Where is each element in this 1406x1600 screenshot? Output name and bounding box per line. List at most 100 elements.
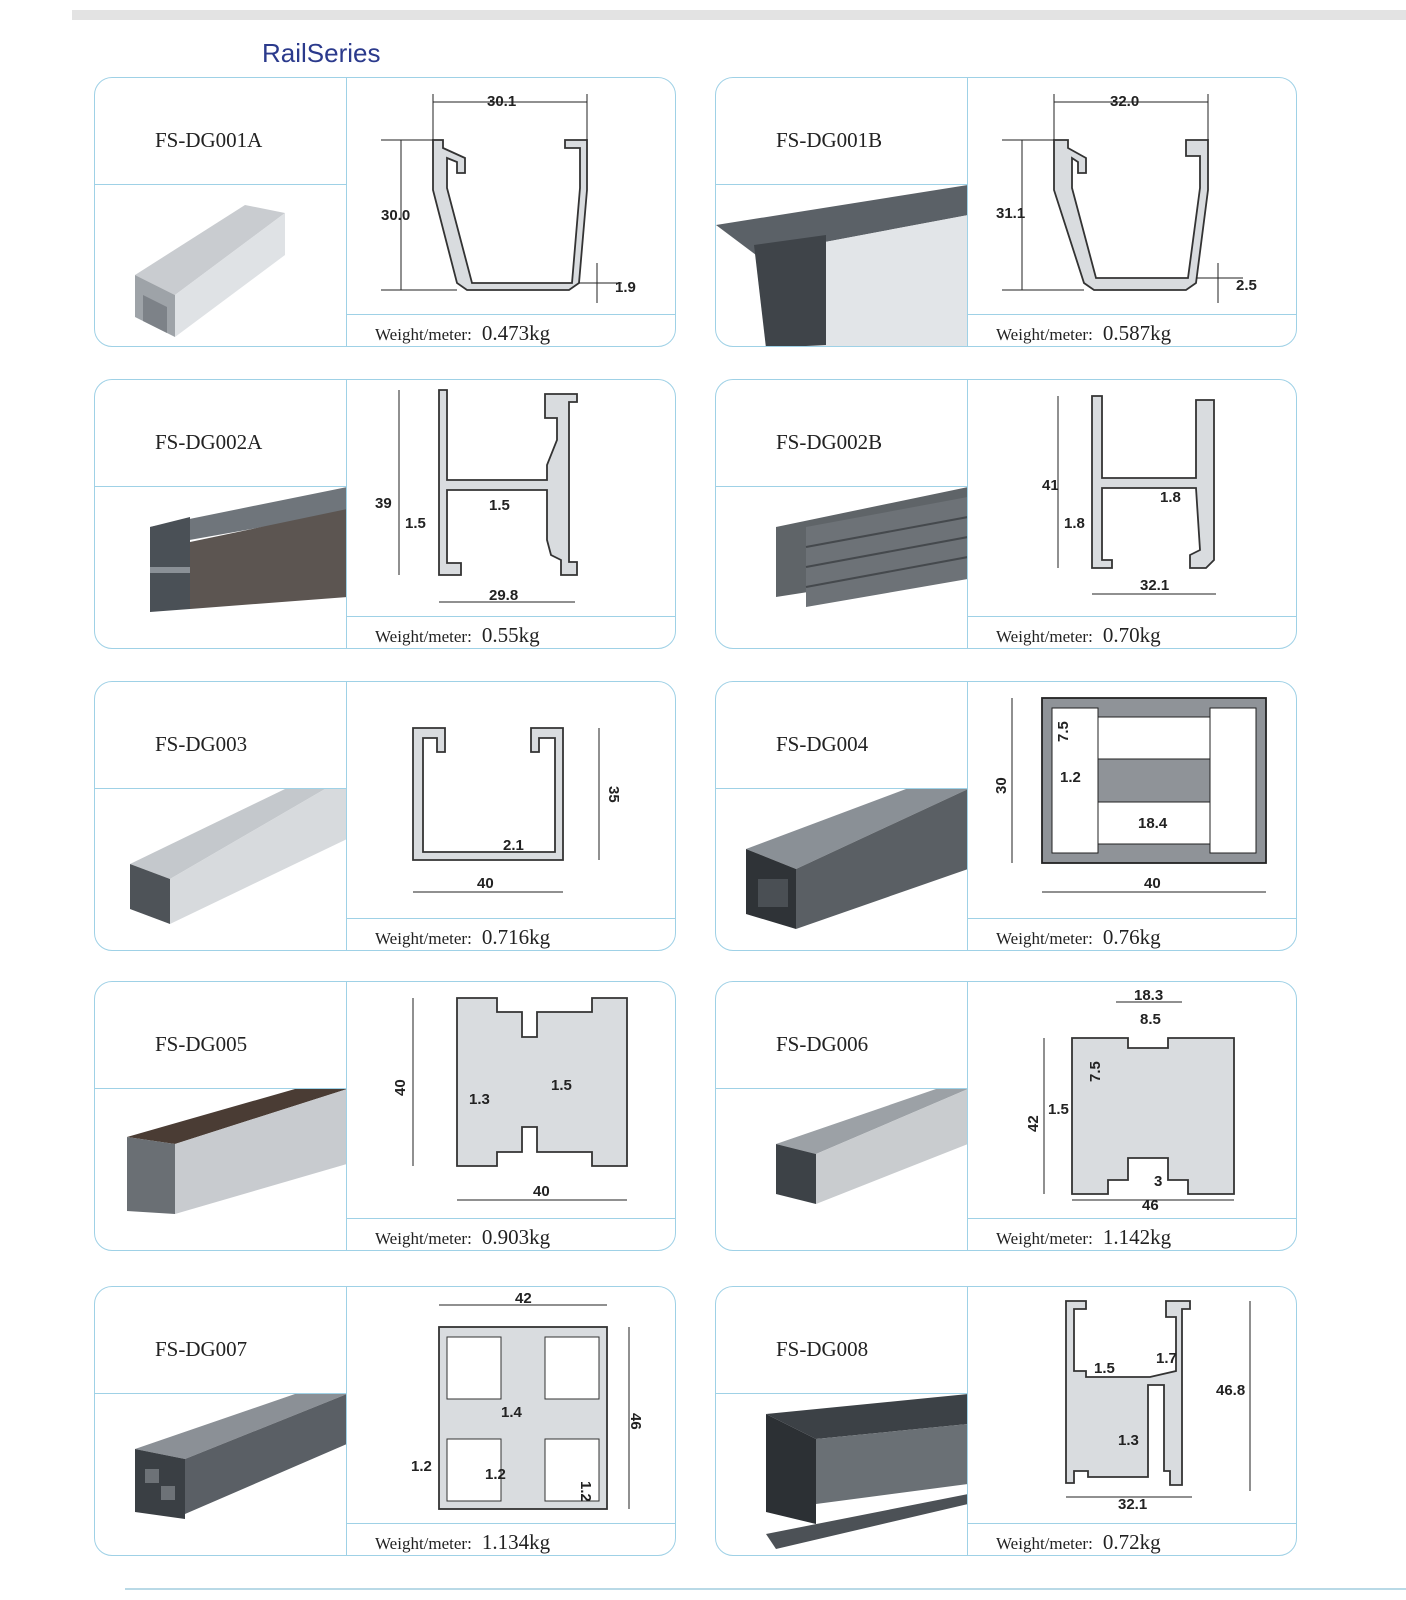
product-card-dg003: FS-DG003 35 2.1 40 Weight/meter: 0.716kg — [94, 681, 676, 951]
weight-row: Weight/meter: 0.716kg — [347, 918, 675, 950]
dim-label: 1.5 — [1094, 1360, 1115, 1377]
dim-label: 1.7 — [1156, 1350, 1177, 1367]
dim-label: 32.1 — [1118, 1496, 1147, 1513]
dim-label: 1.5 — [551, 1077, 572, 1094]
model-name: FS-DG007 — [95, 1287, 347, 1394]
dim-label: 18.3 — [1134, 987, 1163, 1004]
weight-row: Weight/meter: 0.70kg — [968, 616, 1296, 648]
profile-drawing: 30.1 30.0 1.9 — [347, 78, 675, 314]
dim-label: 1.8 — [1064, 515, 1085, 532]
profile-drawing: 35 2.1 40 — [347, 682, 675, 918]
dim-label: 1.3 — [469, 1091, 490, 1108]
dim-label: 46.8 — [1216, 1382, 1245, 1399]
dim-label: 40 — [533, 1183, 550, 1200]
dim-label: 40 — [392, 1079, 409, 1096]
dim-label: 1.5 — [1048, 1101, 1069, 1118]
weight-label: Weight/meter: — [996, 1229, 1093, 1248]
weight-value: 0.473kg — [481, 321, 551, 345]
dim-label: 1.3 — [1118, 1432, 1139, 1449]
weight-row: Weight/meter: 0.473kg — [347, 314, 675, 346]
weight-label: Weight/meter: — [996, 929, 1093, 948]
weight-label: Weight/meter: — [996, 627, 1093, 646]
dim-label: 1.5 — [405, 515, 426, 532]
weight-label: Weight/meter: — [375, 325, 472, 344]
profile-drawing: 40 1.3 1.5 40 — [347, 982, 675, 1218]
weight-value: 0.716kg — [481, 925, 551, 949]
weight-value: 0.72kg — [1102, 1530, 1161, 1554]
weight-row: Weight/meter: 1.142kg — [968, 1218, 1296, 1250]
weight-label: Weight/meter: — [375, 1229, 472, 1248]
product-photo — [95, 487, 347, 648]
model-name: FS-DG002B — [716, 380, 968, 487]
weight-value: 0.55kg — [481, 623, 540, 647]
weight-row: Weight/meter: 1.134kg — [347, 1523, 675, 1555]
dim-label: 30 — [993, 777, 1010, 794]
product-card-dg005: FS-DG005 40 1.3 1.5 40 Weight/meter: 0.9… — [94, 981, 676, 1251]
dim-label: 1.5 — [489, 497, 510, 514]
dim-label: 8.5 — [1140, 1011, 1161, 1028]
product-card-dg001b: FS-DG001B 32.0 31.1 2.5 Weight/meter: 0.… — [715, 77, 1297, 347]
weight-label: Weight/meter: — [375, 627, 472, 646]
model-name: FS-DG001A — [95, 78, 347, 185]
dim-label: 1.2 — [1060, 769, 1081, 786]
dim-label: 7.5 — [1087, 1061, 1104, 1082]
weight-value: 1.134kg — [481, 1530, 551, 1554]
profile-drawing: 32.0 31.1 2.5 — [968, 78, 1296, 314]
profile-drawing: 42 1.4 46 1.2 1.2 1.2 — [347, 1287, 675, 1523]
dim-label: 7.5 — [1055, 721, 1072, 742]
weight-label: Weight/meter: — [996, 325, 1093, 344]
weight-row: Weight/meter: 0.55kg — [347, 616, 675, 648]
model-name: FS-DG004 — [716, 682, 968, 789]
product-card-dg006: FS-DG006 18.3 8.5 7.5 1.5 42 3 46 Weight… — [715, 981, 1297, 1251]
model-name: FS-DG006 — [716, 982, 968, 1089]
header-bar — [72, 10, 1406, 20]
product-card-dg004: FS-DG004 7.5 1.2 30 18.4 40 Weight/meter… — [715, 681, 1297, 951]
dim-label: 1.4 — [501, 1404, 523, 1421]
dim-label: 32.0 — [1110, 93, 1139, 110]
product-card-dg002a: FS-DG002A 39 1.5 1.5 29.8 Weight/meter: … — [94, 379, 676, 649]
model-name: FS-DG008 — [716, 1287, 968, 1394]
dim-label: 39 — [375, 495, 392, 512]
model-name: FS-DG002A — [95, 380, 347, 487]
dim-label: 42 — [1025, 1115, 1042, 1132]
product-card-dg008: FS-DG008 1.5 1.7 46.8 1.3 32.1 Weight/me… — [715, 1286, 1297, 1556]
dim-label: 31.1 — [996, 205, 1025, 222]
product-card-dg001a: FS-DG001A 30.1 30.0 1.9 Weight/meter: 0.… — [94, 77, 676, 347]
dim-label: 1.2 — [485, 1466, 506, 1483]
weight-value: 0.70kg — [1102, 623, 1161, 647]
dim-label: 1.9 — [615, 279, 636, 296]
product-photo — [716, 487, 968, 648]
dim-label: 3 — [1154, 1173, 1162, 1190]
dim-label: 35 — [605, 786, 622, 803]
weight-label: Weight/meter: — [375, 929, 472, 948]
product-photo — [95, 1394, 347, 1555]
dim-label: 2.5 — [1236, 277, 1257, 294]
weight-row: Weight/meter: 0.903kg — [347, 1218, 675, 1250]
page-title: RailSeries — [262, 38, 381, 68]
dim-label: 29.8 — [489, 587, 518, 604]
dim-label: 30.0 — [381, 207, 410, 224]
model-name: FS-DG005 — [95, 982, 347, 1089]
profile-drawing: 41 1.8 1.8 32.1 — [968, 380, 1296, 616]
weight-value: 0.76kg — [1102, 925, 1161, 949]
weight-row: Weight/meter: 0.587kg — [968, 314, 1296, 346]
dim-label: 40 — [477, 875, 494, 892]
dim-label: 2.1 — [503, 837, 524, 854]
weight-label: Weight/meter: — [375, 1534, 472, 1553]
product-photo — [95, 1089, 347, 1250]
profile-drawing: 18.3 8.5 7.5 1.5 42 3 46 — [968, 982, 1296, 1218]
weight-label: Weight/meter: — [996, 1534, 1093, 1553]
product-photo — [716, 1089, 968, 1250]
dim-label: 46 — [1142, 1197, 1159, 1214]
dim-label: 40 — [1144, 875, 1161, 892]
product-card-dg002b: FS-DG002B 41 1.8 1.8 32.1 Weight/meter: … — [715, 379, 1297, 649]
dim-label: 32.1 — [1140, 577, 1169, 594]
model-name: FS-DG003 — [95, 682, 347, 789]
dim-label: 1.8 — [1160, 489, 1181, 506]
dim-label: 46 — [627, 1413, 644, 1430]
dim-label: 18.4 — [1138, 815, 1168, 832]
product-photo — [716, 185, 968, 346]
dim-label: 30.1 — [487, 93, 516, 110]
weight-value: 0.903kg — [481, 1225, 551, 1249]
weight-value: 0.587kg — [1102, 321, 1172, 345]
